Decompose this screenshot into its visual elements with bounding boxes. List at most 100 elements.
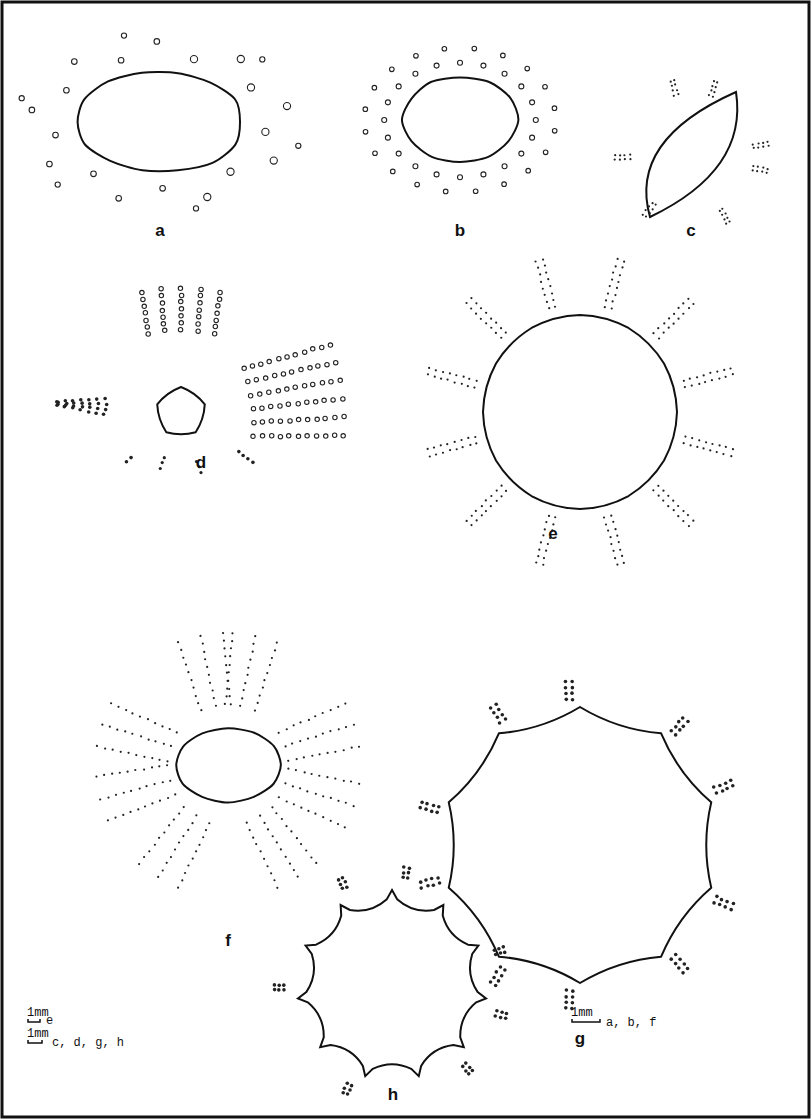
spicule-dot xyxy=(363,130,368,135)
spicule-dot xyxy=(246,674,248,676)
spicule-dot xyxy=(437,805,441,809)
spicule-dot xyxy=(330,797,332,799)
spicule-dot xyxy=(260,57,265,62)
spicule-dot xyxy=(678,728,682,732)
spicule-dot xyxy=(124,730,126,732)
spicule-dot xyxy=(724,781,728,785)
spicule-dot xyxy=(624,158,626,160)
spicule-dot xyxy=(674,733,678,737)
spicule-dot xyxy=(617,258,619,260)
spicule-dot xyxy=(564,1006,568,1010)
spicule-dot xyxy=(344,826,346,828)
spicule-dot xyxy=(681,716,685,720)
spicule-dot xyxy=(434,63,439,68)
spicule-dot xyxy=(756,170,758,172)
spicule-dot xyxy=(195,695,197,697)
spicule-dot xyxy=(544,294,546,296)
spicule-dot xyxy=(302,350,306,354)
spicule-dot xyxy=(285,387,289,391)
spicule-dot xyxy=(271,806,273,808)
spicule-dot xyxy=(505,331,507,333)
spicule-dot xyxy=(467,1072,471,1076)
spicule-dot xyxy=(603,516,605,518)
section-outline xyxy=(402,78,518,162)
spicule-dot xyxy=(485,312,487,314)
spicule-dot xyxy=(545,550,547,552)
spicule-dot xyxy=(227,168,234,175)
spicule-dot xyxy=(212,689,214,691)
spicule-dot xyxy=(715,791,719,795)
spicule-dot xyxy=(260,420,264,424)
spicule-dot xyxy=(246,457,250,461)
spicule-dot xyxy=(612,300,614,302)
spicule-dot xyxy=(103,397,107,401)
spicule-dot xyxy=(307,810,309,812)
spicule-dot xyxy=(430,810,434,814)
spicule-dot xyxy=(251,461,255,465)
spicule-dot xyxy=(287,768,289,770)
spicule-dot xyxy=(163,743,165,745)
spicule-dot xyxy=(154,740,156,742)
spicule-dot xyxy=(725,223,727,225)
spicule-dot xyxy=(181,879,183,881)
spicule-dot xyxy=(286,800,288,802)
spicule-dot xyxy=(208,822,210,824)
spicule-dot xyxy=(190,56,197,63)
spicule-dot xyxy=(202,836,204,838)
spicule-dot xyxy=(686,967,690,971)
spicule-dot xyxy=(158,765,160,767)
spicule-dot xyxy=(239,705,241,707)
panel-letter: a xyxy=(155,222,164,241)
spicule-dot xyxy=(446,443,448,445)
spicule-dot xyxy=(214,318,218,322)
spicule-dot xyxy=(481,63,486,68)
spicule-dot xyxy=(471,515,473,517)
spicule-dot xyxy=(195,850,197,852)
spicule-dot xyxy=(223,647,225,649)
spicule-dot xyxy=(619,159,621,161)
spicule-dot xyxy=(163,831,165,833)
spicule-dot xyxy=(677,307,679,309)
spicule-dot xyxy=(424,878,428,882)
spicule-dot xyxy=(544,265,546,267)
spicule-dot xyxy=(341,397,345,401)
spicule-dot xyxy=(614,294,616,296)
spicule-dot xyxy=(322,816,324,818)
spicule-dot xyxy=(102,412,106,416)
spicule-dot xyxy=(489,706,493,710)
spicule-dot xyxy=(616,563,618,565)
spicule-dot xyxy=(548,515,550,517)
spicule-dot xyxy=(434,172,439,177)
spicule-dot xyxy=(667,505,669,507)
spicule-dot xyxy=(732,448,734,450)
spicule-dot xyxy=(278,796,280,798)
spicule-dot xyxy=(134,769,136,771)
spicule-dot xyxy=(328,343,332,347)
spicule-dot xyxy=(179,293,183,297)
spicule-dot xyxy=(442,452,444,454)
spicule-dot xyxy=(122,814,124,816)
scale-label: 1mm xyxy=(27,1007,49,1020)
spicule-dot xyxy=(95,776,97,778)
spicule-dot xyxy=(485,510,487,512)
spicule-dot xyxy=(493,1014,497,1018)
spicule-dot xyxy=(141,297,145,301)
spicule-dot xyxy=(648,205,650,207)
spicule-dot xyxy=(711,443,713,445)
spicule-dot xyxy=(440,378,442,380)
spicule-dot xyxy=(161,315,165,319)
spicule-dot xyxy=(213,324,217,328)
spicule-dot xyxy=(540,541,542,543)
spicule-dot xyxy=(342,414,346,418)
spicule-dot xyxy=(490,318,492,320)
spicule-dot xyxy=(306,790,308,792)
spicule-dot xyxy=(183,806,185,808)
spicule-dot xyxy=(311,773,313,775)
spicule-dot xyxy=(322,732,324,734)
spicule-dot xyxy=(131,712,133,714)
spicule-dot xyxy=(258,392,262,396)
spicule-dot xyxy=(197,702,199,704)
spicule-dot xyxy=(313,400,317,404)
spicule-dot xyxy=(673,323,675,325)
spicule-dot xyxy=(474,436,476,438)
